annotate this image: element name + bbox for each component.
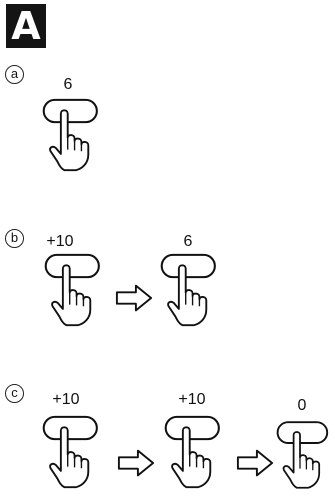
section-badge: A [6,4,46,48]
key-value-c2: +10 [178,391,206,408]
key-value-a1: 6 [63,76,73,93]
key-value-b2: 6 [183,233,193,250]
finger-press-icon [164,412,224,492]
key-value-c1: +10 [52,391,80,408]
right-arrow-icon [236,448,274,478]
step-marker-c: c [5,384,24,403]
finger-press-icon [276,416,332,494]
key-value-c3: 0 [297,397,307,414]
finger-press-icon [44,250,104,330]
finger-press-icon [42,412,102,492]
key-value-b1: +10 [46,233,74,250]
right-arrow-icon [117,448,155,478]
right-arrow-icon [115,283,153,313]
finger-press-icon [160,250,220,330]
finger-press-icon [42,95,102,175]
step-marker-a: a [5,65,24,84]
step-marker-b: b [5,229,24,248]
